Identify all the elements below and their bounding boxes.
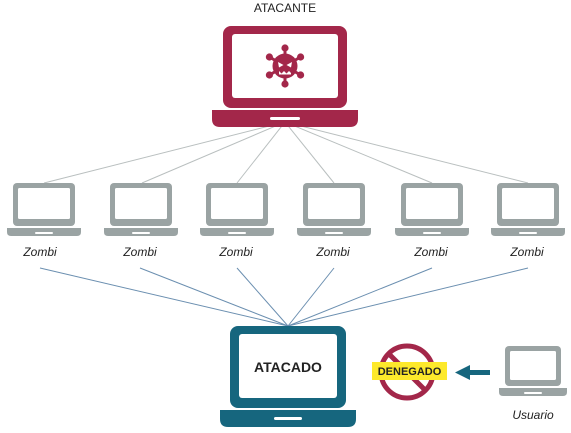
link-zombi-6-target <box>287 267 529 327</box>
zombi-laptop-6 <box>491 183 565 236</box>
link-attacker-zombi-2 <box>141 121 286 184</box>
zombi-label-5: Zombi <box>413 245 448 259</box>
link-zombi-5-target <box>287 267 433 327</box>
zombi-laptop-3 <box>200 183 274 236</box>
arrow-left-icon <box>455 365 490 380</box>
link-attacker-zombi-5 <box>284 121 433 184</box>
link-zombi-3-target <box>236 267 289 327</box>
denied-label: DENEGADO <box>378 366 442 378</box>
zombi-laptop-4 <box>297 183 371 236</box>
user-label: Usuario <box>512 408 554 422</box>
attacker-label: ATACANTE <box>254 1 316 15</box>
link-attacker-zombi-1 <box>43 121 286 184</box>
zombi-laptop-5 <box>395 183 469 236</box>
link-zombi-2-target <box>139 267 289 327</box>
zombi-label-4: Zombi <box>315 245 350 259</box>
zombi-laptop-2 <box>104 183 178 236</box>
zombi-laptop-1 <box>7 183 81 236</box>
link-zombi-4-target <box>287 267 335 327</box>
zombi-label-3: Zombi <box>218 245 253 259</box>
zombi-laptops <box>7 183 565 236</box>
attacker-links <box>43 121 529 184</box>
denied-badge <box>372 362 447 380</box>
zombi-label-6: Zombi <box>509 245 544 259</box>
zombi-label-1: Zombi <box>22 245 57 259</box>
link-zombi-1-target <box>39 267 289 327</box>
target-label: ATACADO <box>254 359 322 375</box>
zombie-links <box>39 267 529 327</box>
link-attacker-zombi-4 <box>284 121 335 184</box>
link-attacker-zombi-3 <box>236 121 286 184</box>
link-attacker-zombi-6 <box>284 121 529 184</box>
zombi-label-2: Zombi <box>122 245 157 259</box>
user-laptop <box>499 346 567 396</box>
target-laptop <box>220 326 356 427</box>
zombi-labels: Zombi Zombi Zombi Zombi Zombi Zombi <box>22 245 544 259</box>
attacker-laptop <box>212 26 358 127</box>
virus-icon <box>265 44 305 88</box>
